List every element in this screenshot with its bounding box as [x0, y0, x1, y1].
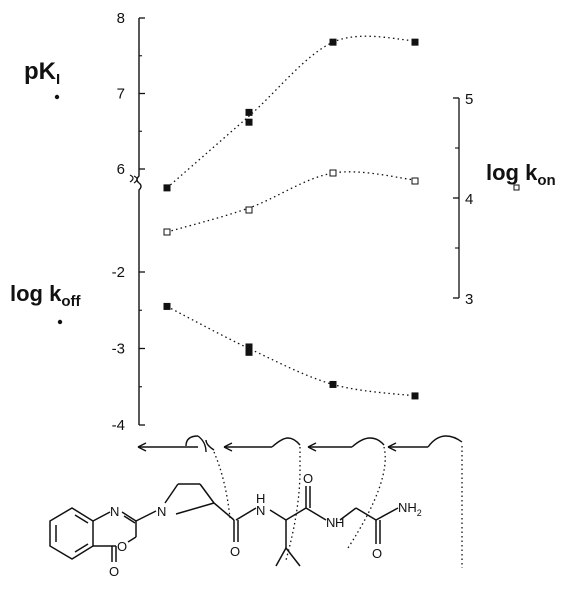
axis-break-mark [129, 174, 138, 184]
residue-braces [137, 435, 463, 453]
left-axis-ticks: 8 7 6 -2 -3 -4 [112, 10, 145, 434]
svg-text:pKI: pKI [24, 58, 60, 88]
data-point [163, 184, 171, 192]
benzene-ring [49, 507, 94, 560]
atom-label-nh2-sub: 2 [417, 508, 422, 518]
svg-text:log koff: log koff [10, 281, 82, 310]
right-tick-label: 5 [465, 91, 473, 108]
connector-1 [213, 451, 231, 519]
atom-label-n-proline: N [157, 504, 166, 519]
atom-label-h1: H [256, 491, 265, 506]
atom-label-nh2-terminal: NH [398, 500, 417, 515]
data-point [411, 392, 419, 400]
left-upper-tick-label: 8 [117, 10, 125, 27]
koff-label-dot [57, 319, 63, 325]
atom-label-o-ring: O [117, 539, 127, 554]
atom-labels: N O O N H N O O N H O NH2 [109, 471, 422, 579]
right-axis: 5 4 3 [453, 91, 473, 308]
series-layer [163, 35, 419, 400]
atom-label-o-amide2: O [303, 471, 313, 486]
connector-2 [285, 447, 301, 561]
axis-title-pki-sub: I [56, 71, 60, 88]
left-lower-tick-label: -2 [112, 264, 125, 281]
left-axis-lower-line [138, 182, 142, 425]
right-axis-ticks: 5 4 3 [453, 91, 473, 308]
data-point [329, 380, 337, 388]
series-curve-1 [166, 171, 416, 233]
peptide-backbone [213, 486, 399, 567]
data-point [245, 118, 253, 126]
atom-label-o-amide3: O [372, 546, 382, 561]
series-curve-0 [166, 35, 416, 189]
data-point [163, 302, 171, 310]
brace-3 [307, 437, 385, 452]
oxazinone-ring [92, 511, 137, 562]
series-curve-2 [166, 305, 416, 397]
atom-label-n-amide2: N [326, 515, 335, 530]
brace-1 [137, 435, 215, 453]
svg-text:log kon: log kon [486, 160, 556, 189]
data-point [411, 38, 419, 46]
kon-label-square [513, 184, 520, 191]
atom-label-n-ring: N [110, 504, 119, 519]
proline-ring [135, 483, 215, 522]
atom-label-h2: H [335, 515, 344, 530]
data-point [329, 169, 337, 177]
data-point [163, 228, 171, 236]
brace-2 [223, 437, 301, 452]
axis-title-koff-main: log k [10, 281, 62, 306]
atom-label-n-amide1: N [256, 503, 265, 518]
brace-4 [387, 435, 463, 452]
axis-title-kon-main: log k [486, 160, 538, 185]
data-point [329, 38, 337, 46]
left-axis-upper-line [136, 18, 140, 184]
data-point [245, 206, 253, 214]
axis-title-koff-sub: off [61, 293, 81, 310]
axis-title-kon-sub: on [537, 172, 555, 189]
atom-label-o-amide1: O [230, 544, 240, 559]
brace-connectors [213, 446, 463, 568]
left-axis: 8 7 6 -2 -3 -4 [112, 10, 145, 434]
data-point [245, 348, 253, 356]
left-upper-tick-label: 7 [117, 86, 125, 103]
left-lower-tick-label: -3 [112, 341, 125, 358]
data-point [245, 108, 253, 116]
axis-title-kon: log kon [486, 160, 556, 191]
data-point [411, 177, 419, 185]
atom-label-o-carbonyl: O [109, 564, 119, 579]
right-tick-label: 3 [465, 291, 473, 308]
left-lower-tick-label: -4 [112, 417, 125, 434]
axis-title-pki: pKI [24, 58, 60, 100]
left-upper-tick-label: 6 [117, 161, 125, 178]
axis-title-pki-main: pK [24, 58, 57, 85]
axis-title-koff: log koff [10, 281, 82, 325]
svg-text:NH2: NH2 [398, 500, 422, 518]
right-tick-label: 4 [465, 191, 473, 208]
pki-label-dot [54, 94, 60, 100]
chemical-structure [49, 483, 399, 567]
